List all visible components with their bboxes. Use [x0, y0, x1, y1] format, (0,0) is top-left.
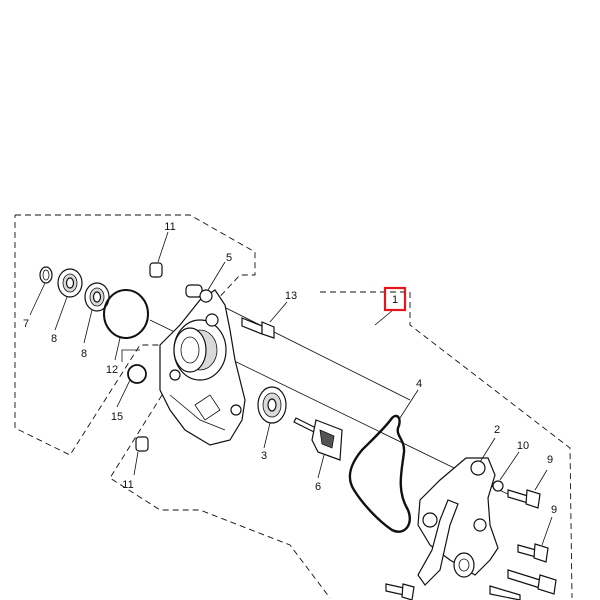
callout-13[interactable]: 13 — [285, 290, 297, 302]
washer-part — [492, 480, 504, 492]
callout-12[interactable]: 12 — [106, 364, 118, 376]
assembly-boundary-inner — [109, 394, 331, 599]
gasket-part — [348, 414, 411, 533]
leader-8a — [54, 296, 68, 331]
bolt-part-bottom-mid — [489, 585, 521, 600]
leader-10 — [499, 451, 520, 481]
leader-8b — [83, 309, 93, 344]
assembly-boundary-main — [320, 291, 573, 599]
callout-2[interactable]: 2 — [494, 424, 500, 436]
callout-8-upper[interactable]: 8 — [51, 333, 57, 345]
o-ring-large — [103, 289, 149, 339]
callout-11-upper[interactable]: 11 — [164, 221, 175, 233]
bearing-part-lower — [84, 282, 110, 312]
leader-9a — [534, 469, 548, 491]
axis-line-2 — [209, 299, 411, 401]
pump-cover-part — [417, 457, 499, 586]
callout-3[interactable]: 3 — [261, 450, 267, 462]
callout-11-lower[interactable]: 11 — [122, 479, 133, 491]
leader-1 — [374, 309, 394, 326]
leader-3 — [263, 422, 271, 449]
leader-7 — [29, 282, 46, 316]
callout-9-upper[interactable]: 9 — [547, 454, 553, 466]
callout-7[interactable]: 7 — [23, 318, 29, 330]
callout-9-lower[interactable]: 9 — [551, 504, 557, 516]
bearing-part-upper — [57, 268, 83, 298]
leader-15 — [116, 379, 131, 408]
bolt-part-9-lower — [517, 543, 549, 563]
bolt-part-13 — [241, 317, 275, 339]
bolt-part-9-upper — [507, 489, 541, 509]
dowel-pin-upper — [149, 262, 163, 278]
callout-15[interactable]: 15 — [111, 411, 123, 423]
callout-highlight-box — [383, 286, 407, 312]
seal-part — [257, 386, 287, 424]
leader-11b — [133, 451, 139, 476]
leader-9b — [541, 516, 553, 546]
callout-4[interactable]: 4 — [416, 378, 422, 390]
bracket-part — [185, 284, 213, 303]
callout-8-lower[interactable]: 8 — [81, 348, 87, 360]
impeller-part — [293, 417, 343, 461]
bolt-part-bottom-right — [507, 569, 557, 595]
callout-10[interactable]: 10 — [517, 440, 529, 452]
leader-11a — [157, 231, 169, 263]
callout-1[interactable]: 1 — [392, 294, 398, 306]
leader-12 — [114, 337, 121, 361]
circlip-part — [39, 266, 53, 284]
leader-4 — [399, 389, 419, 419]
bolt-part-bottom-left — [385, 583, 415, 600]
leader-2 — [479, 437, 496, 463]
leader-13 — [269, 301, 288, 323]
leader-6 — [317, 454, 325, 479]
callout-5[interactable]: 5 — [226, 252, 232, 264]
callout-6[interactable]: 6 — [315, 481, 321, 493]
o-ring-small — [127, 364, 147, 384]
leader-5 — [207, 261, 226, 291]
dowel-pin-lower — [135, 436, 149, 452]
leader-12-bracket — [121, 349, 140, 362]
pump-housing — [159, 289, 246, 446]
